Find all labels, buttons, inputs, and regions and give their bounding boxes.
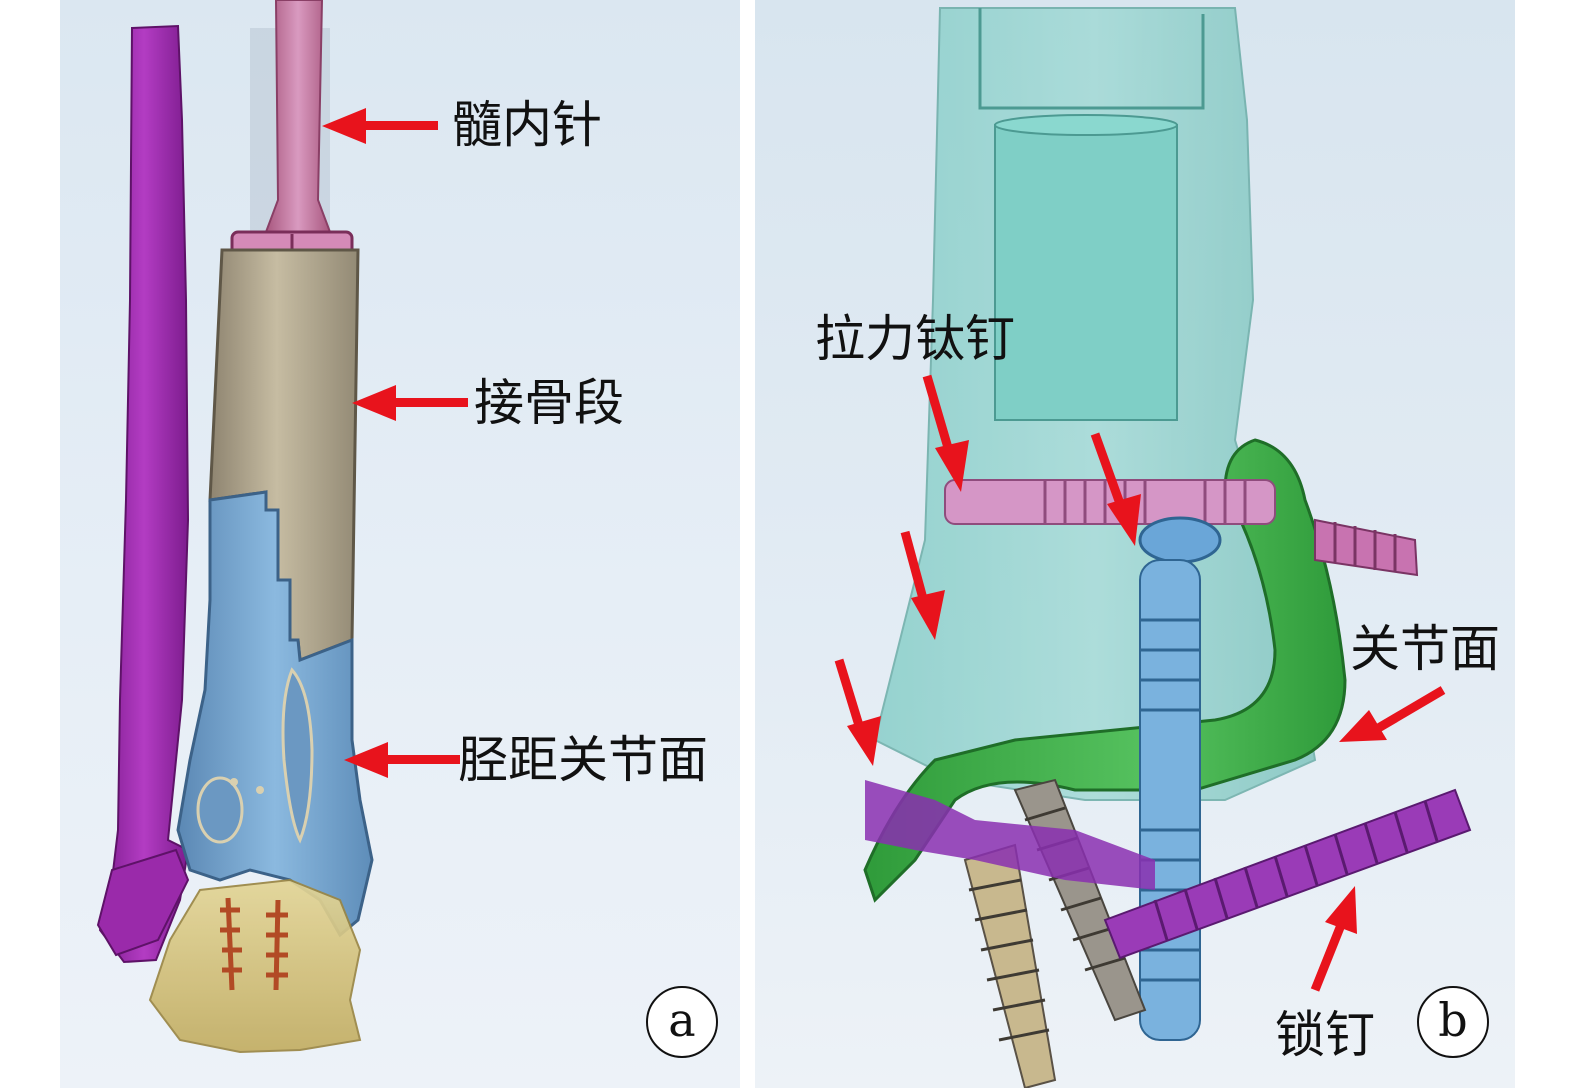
panel-b-letter: b	[1417, 986, 1489, 1058]
tibial-window-oval	[196, 776, 244, 844]
arrows-a	[322, 108, 468, 778]
panel-a-letter: a	[646, 986, 718, 1058]
panel-b-illustration	[834, 7, 1472, 1088]
label-tibiotalar-articular-surface: 胫距关节面	[458, 731, 708, 789]
arrows-b	[834, 374, 1446, 992]
panel-a: 髓内针 接骨段 胫距关节面 a	[60, 0, 740, 1088]
label-bone-connection-segment: 接骨段	[474, 374, 624, 432]
locking-screw-purple	[1103, 788, 1472, 960]
lag-screw-pink	[944, 479, 1276, 525]
purple-screw-heads	[865, 780, 1155, 890]
label-locking-screw: 锁钉	[1275, 1006, 1375, 1064]
fibula	[98, 24, 190, 964]
talus	[148, 878, 362, 1054]
label-articular-surface: 关节面	[1350, 620, 1500, 678]
lag-screw-right-tip	[1314, 518, 1419, 577]
panel-a-illustration	[96, 0, 468, 1054]
inner-cylinder	[994, 124, 1178, 421]
articular-surface-plate	[863, 438, 1347, 903]
tibial-window-slot	[281, 667, 314, 844]
panel-b: 拉力钛钉 关节面 锁钉 b	[755, 0, 1515, 1088]
label-lag-titanium-screw: 拉力钛钉	[815, 310, 1015, 368]
talus-screws	[220, 897, 288, 991]
fibula-distal-fragment	[96, 848, 190, 957]
label-intramedullary-nail: 髓内针	[452, 96, 602, 154]
block-top-notch	[978, 8, 1205, 110]
